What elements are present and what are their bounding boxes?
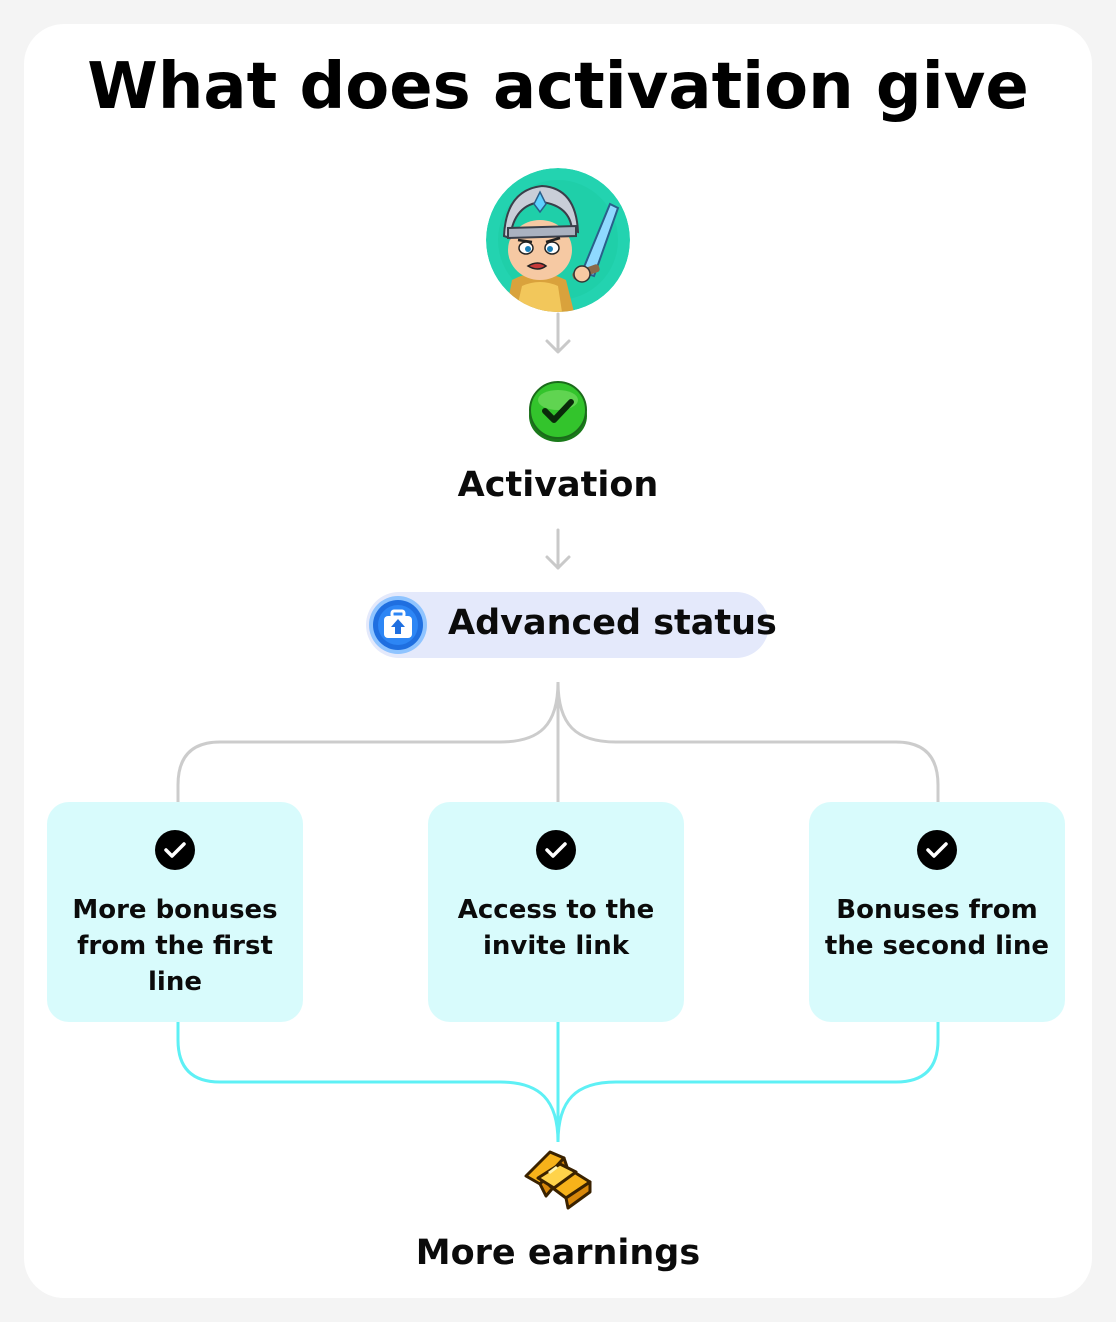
activation-label: Activation (457, 465, 659, 505)
benefit-label: More bonuses from the first line (72, 895, 278, 997)
briefcase-upgrade-icon (368, 595, 428, 655)
advanced-status-label: Advanced status (448, 603, 777, 643)
benefit-box-first-line: More bonuses from the first line (47, 802, 303, 1022)
green-check-icon (528, 380, 588, 442)
benefit-label: Access to the invite link (457, 895, 655, 961)
merge-connectors (176, 1022, 940, 1143)
benefit-box-second-line: Bonuses from the second line (809, 802, 1065, 1022)
check-circle-icon (155, 830, 195, 870)
benefit-label: Bonuses from the second line (824, 895, 1050, 961)
check-circle-icon (917, 830, 957, 870)
branch-connectors (176, 681, 940, 802)
result-label: More earnings (415, 1233, 701, 1273)
check-circle-icon (536, 830, 576, 870)
benefit-box-invite-link: Access to the invite link (428, 802, 684, 1022)
gold-bars-icon (520, 1142, 596, 1212)
page-title: What does activation give (87, 50, 1029, 124)
knight-avatar-icon (486, 168, 630, 312)
arrow-down-icon (545, 312, 571, 354)
advanced-status-pill: Advanced status (366, 592, 777, 658)
arrow-down-icon (545, 528, 571, 570)
